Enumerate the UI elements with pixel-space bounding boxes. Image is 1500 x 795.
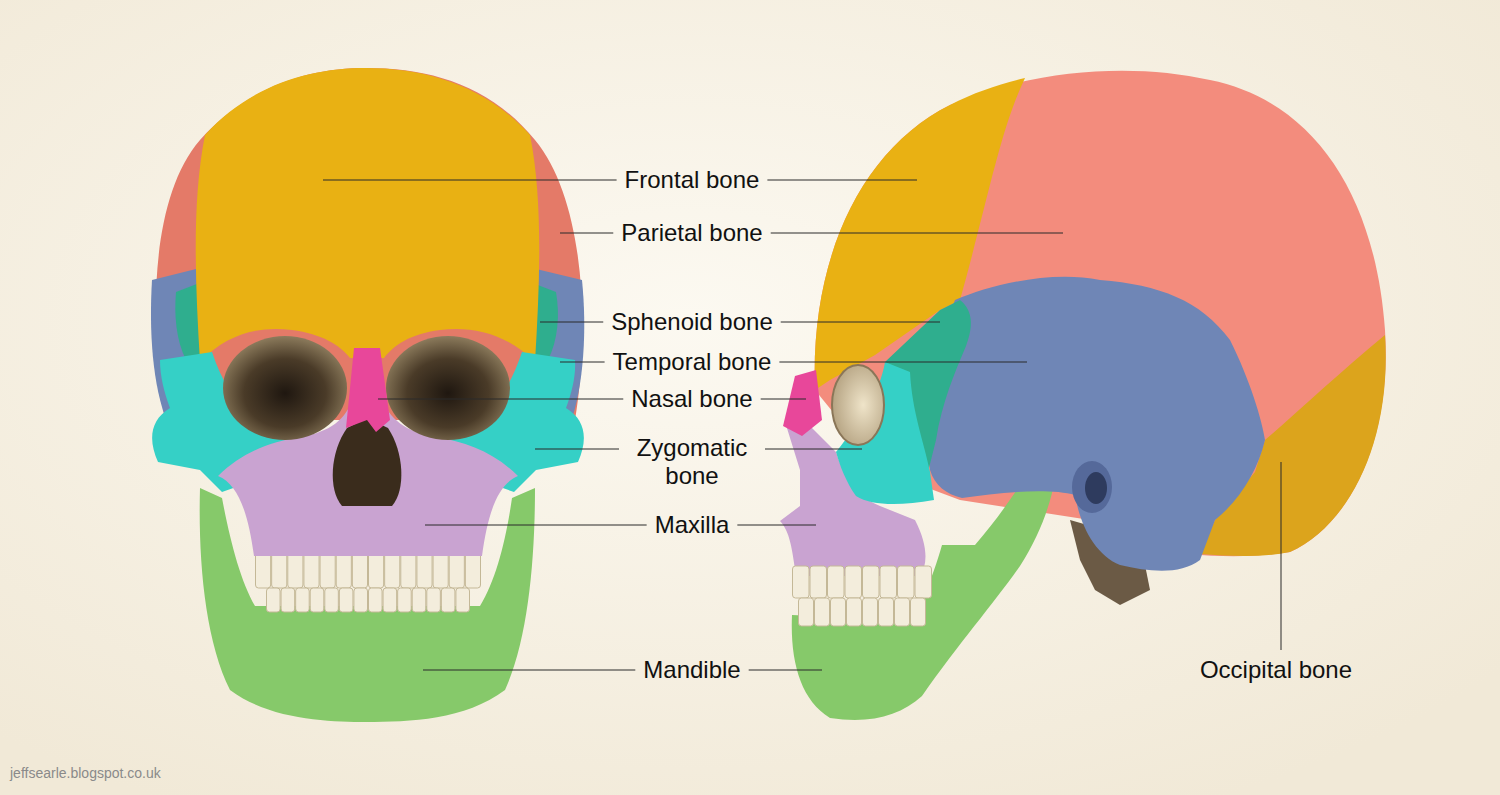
side-skull — [780, 71, 1386, 720]
tooth — [296, 588, 310, 612]
part-label: Sphenoid bone — [611, 308, 772, 336]
tooth — [456, 588, 470, 612]
eye-socket — [386, 336, 510, 440]
leader-line — [771, 233, 1063, 234]
leader-line — [767, 180, 917, 181]
nasal-cavity — [333, 418, 402, 506]
part-label: Maxilla — [655, 511, 730, 539]
leader-line — [781, 322, 940, 323]
tooth — [880, 566, 897, 598]
tooth — [310, 588, 324, 612]
tooth — [339, 588, 353, 612]
leader-line — [560, 233, 613, 234]
frontal-region — [196, 68, 540, 362]
leader-line — [765, 449, 862, 450]
part-label: Nasal bone — [631, 385, 752, 413]
tooth — [398, 588, 412, 612]
leader-line — [737, 525, 816, 526]
part-label: Frontal bone — [625, 166, 760, 194]
leader-line — [749, 670, 822, 671]
eye-socket — [223, 336, 347, 440]
tooth — [847, 598, 862, 626]
tooth — [831, 598, 846, 626]
tooth — [879, 598, 894, 626]
leader-line — [779, 362, 1027, 363]
leader-line — [560, 362, 605, 363]
leader-line — [323, 180, 617, 181]
teeth — [793, 566, 932, 626]
nasal-bone-region — [346, 348, 390, 432]
tooth — [828, 566, 845, 598]
leader-line — [540, 322, 603, 323]
watermark: jeffsearle.blogspot.co.uk — [10, 765, 161, 781]
leader-line — [1281, 462, 1282, 650]
tooth — [383, 588, 397, 612]
tooth — [815, 598, 830, 626]
tooth — [354, 588, 368, 612]
front-skull — [151, 68, 584, 722]
part-label: Zygomatic bone — [627, 434, 757, 490]
tooth — [412, 588, 426, 612]
tooth — [793, 566, 810, 598]
leader-line — [423, 670, 635, 671]
tooth — [863, 566, 880, 598]
tooth — [427, 588, 441, 612]
tooth — [915, 566, 932, 598]
tooth — [281, 588, 295, 612]
temporal-region — [928, 277, 1265, 571]
tooth — [895, 598, 910, 626]
part-label: Parietal bone — [621, 219, 762, 247]
leader-line — [378, 399, 623, 400]
tooth — [267, 588, 281, 612]
tooth — [810, 566, 827, 598]
leader-line — [761, 399, 806, 400]
tooth — [799, 598, 814, 626]
tooth — [863, 598, 878, 626]
part-label: Temporal bone — [613, 348, 772, 376]
tooth — [911, 598, 926, 626]
ear-canal — [1072, 461, 1112, 513]
nasal-bone-region — [783, 370, 822, 436]
leader-line — [425, 525, 647, 526]
part-label: Occipital bone — [1200, 656, 1352, 684]
tooth — [441, 588, 455, 612]
eye-socket — [832, 365, 884, 445]
tooth — [898, 566, 915, 598]
tooth — [325, 588, 339, 612]
tooth — [845, 566, 862, 598]
part-label: Mandible — [643, 656, 740, 684]
ear-canal — [1085, 472, 1107, 504]
leader-line — [535, 449, 619, 450]
tooth — [369, 588, 383, 612]
